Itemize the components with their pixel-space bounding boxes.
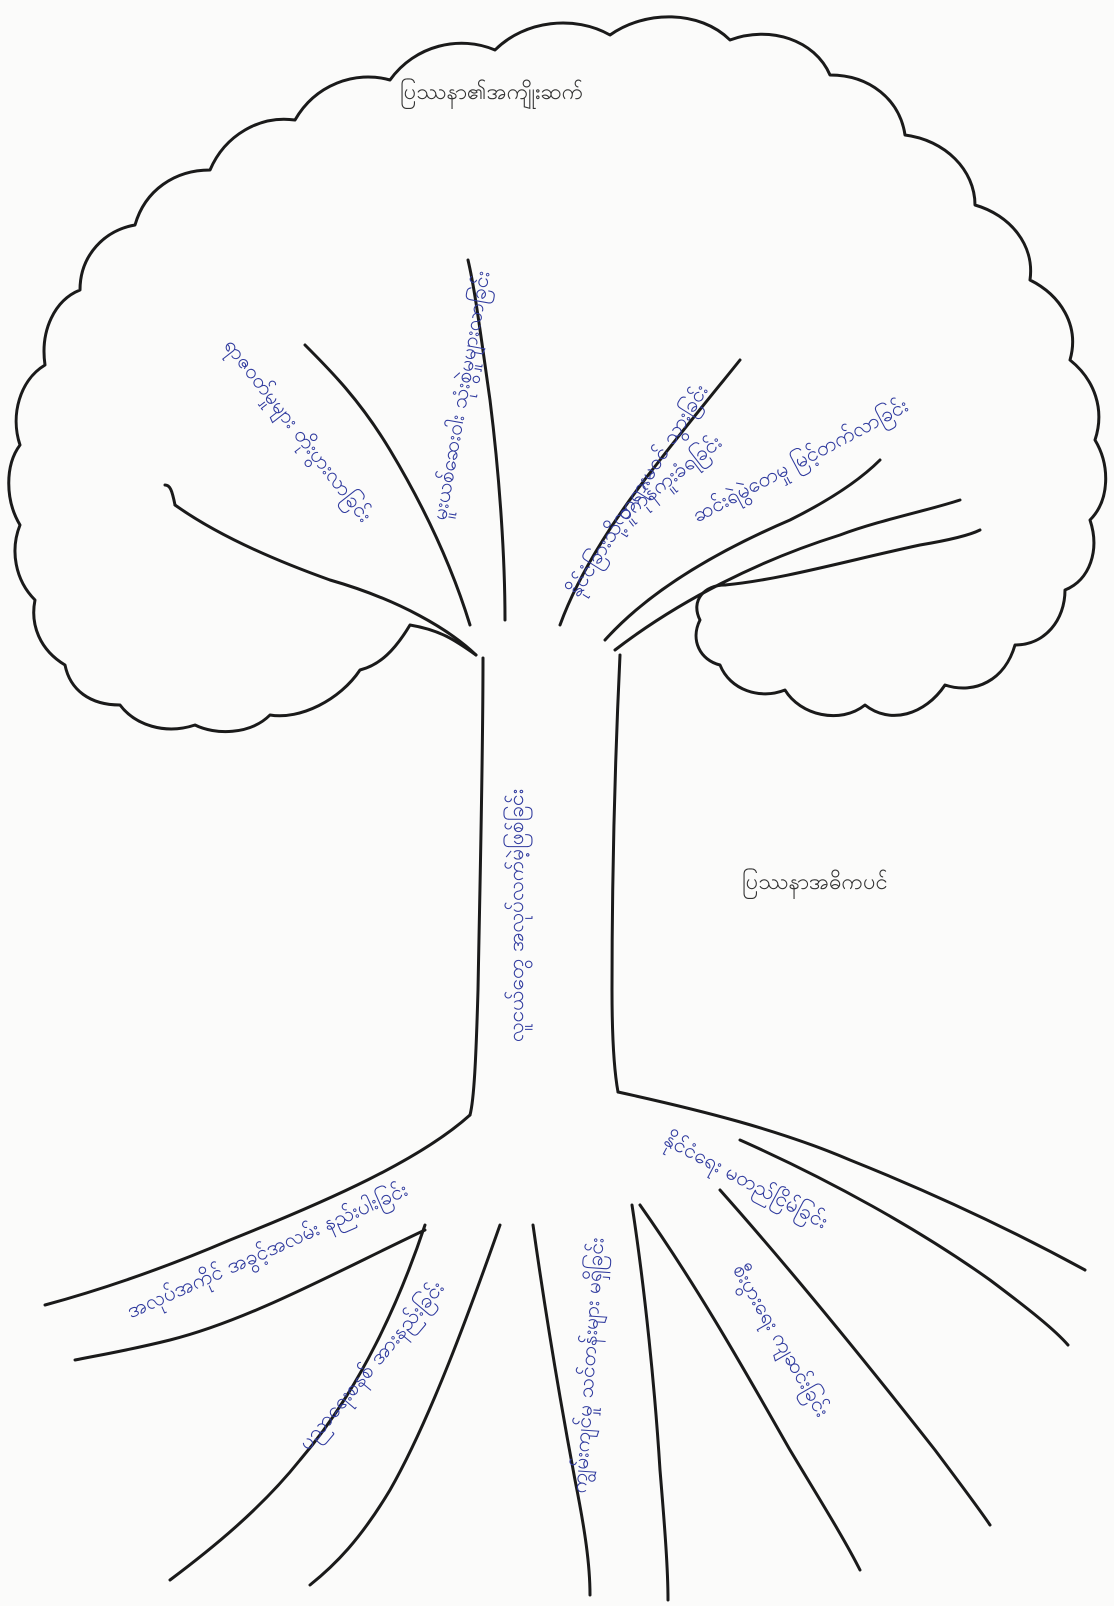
crown-outline	[9, 17, 1106, 732]
root-line-5a	[618, 1092, 1085, 1270]
crown-inner-right	[725, 530, 980, 585]
trunk-label: လူငယ်တွေ အလုပ်လက်မဲ့ဖြစ်ခြင်း	[506, 789, 527, 1042]
root-line-3b	[632, 1205, 668, 1600]
crown-label: ပြဿနာ၏အကျိုးဆက်	[400, 82, 583, 104]
root-line-4b	[720, 1190, 990, 1525]
trunk-side-label: ပြဿနာအဓိကပင်	[742, 872, 888, 894]
trunk-left-edge	[470, 658, 483, 1115]
branch-line-1b	[165, 485, 175, 505]
trunk-right-edge	[612, 655, 620, 1092]
root-line-5b	[740, 1140, 1068, 1345]
root-line-4a	[640, 1205, 860, 1570]
